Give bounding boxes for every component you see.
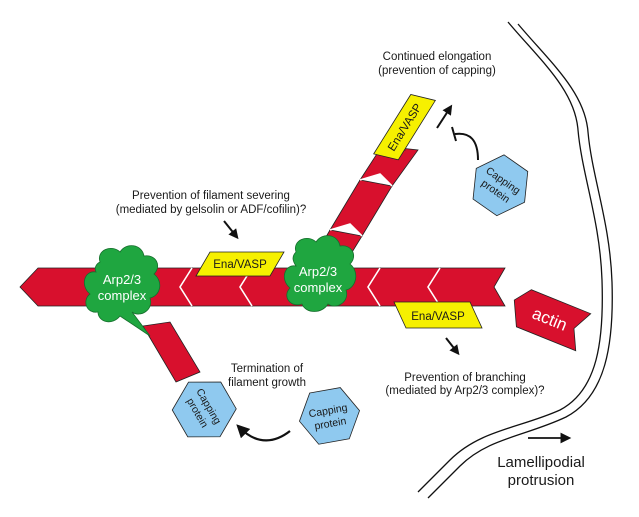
actin-monomer-shape xyxy=(513,289,592,352)
filament-barbed-end xyxy=(427,267,506,307)
label-continued-elongation-line1: Continued elongation xyxy=(383,51,492,63)
label-prevention-severing-line1: Prevention of filament severing xyxy=(132,190,290,202)
arrow-continued-elongation xyxy=(436,104,453,129)
ena-vasp-shape xyxy=(195,251,285,277)
label-prevention-branching-line2: (mediated by Arp2/3 complex)? xyxy=(385,385,544,397)
inhibition-bar xyxy=(451,126,457,142)
label-termination-line2: filament growth xyxy=(228,377,306,389)
label-prevention-branching-line1: Prevention of branching xyxy=(404,372,525,384)
filament-segment xyxy=(142,321,201,383)
arrow-termination xyxy=(236,424,291,442)
ena-vasp-label: Ena/VASP xyxy=(213,259,267,271)
membrane-outer-line xyxy=(417,21,603,493)
capping-protein-hexagon xyxy=(171,381,237,438)
arp23-blob xyxy=(83,245,161,337)
inhibition-arrow-capping xyxy=(454,132,479,161)
ena-vasp-shape xyxy=(393,301,483,329)
arp23-label-line1: Arp2/3 xyxy=(299,264,337,279)
capping-protein-lower: Capping protein xyxy=(299,387,360,445)
arp23-blob xyxy=(283,235,357,312)
label-lamellipodial-line1: Lamellipodial xyxy=(497,454,585,471)
capping-label-line2: protein xyxy=(314,415,348,432)
ena-vasp-shape xyxy=(373,94,437,161)
arp23-complex-center: Arp2/3 complex xyxy=(283,235,357,312)
segment-divider xyxy=(359,173,393,187)
arrow-prevention-severing xyxy=(223,220,239,240)
capping-protein-hexagon xyxy=(472,154,529,217)
arp23-label-line2: complex xyxy=(98,288,147,303)
ena-vasp-middle: Ena/VASP xyxy=(195,251,285,277)
arrow-prevention-branching xyxy=(445,337,460,356)
actin-filament-lower-branch xyxy=(142,321,201,383)
arp23-label-line1: Arp2/3 xyxy=(103,272,141,287)
label-lamellipodial-line2: protrusion xyxy=(508,472,575,489)
cell-membrane xyxy=(417,21,613,499)
arp23-complex-left: Arp2/3 complex xyxy=(83,245,161,337)
segment-divider xyxy=(367,267,381,307)
capping-protein-upper: Capping protein xyxy=(472,154,529,217)
segment-divider xyxy=(427,267,441,307)
segment-divider xyxy=(179,267,193,307)
membrane-inner-line xyxy=(427,23,613,499)
ena-vasp-right: Ena/VASP xyxy=(393,301,483,329)
arp23-label-line2: complex xyxy=(294,280,343,295)
label-termination-line1: Termination of xyxy=(231,363,304,375)
capping-protein-bound: Capping protein xyxy=(171,381,237,438)
label-continued-elongation-line2: (prevention of capping) xyxy=(378,65,496,77)
capping-protein-hexagon xyxy=(299,387,360,445)
actin-monomer: actin xyxy=(513,289,592,352)
ena-vasp-label: Ena/VASP xyxy=(411,311,465,323)
segment-divider xyxy=(329,223,363,237)
label-prevention-severing-line2: (mediated by gelsolin or ADF/cofilin)? xyxy=(116,204,306,216)
